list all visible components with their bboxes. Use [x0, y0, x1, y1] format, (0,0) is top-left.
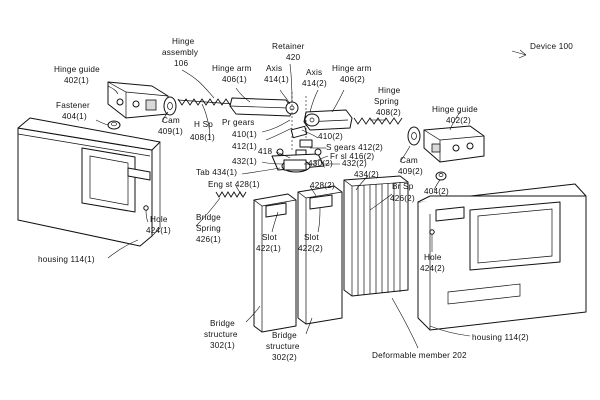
- hinge-assembly-label-line3: 106: [174, 59, 189, 68]
- bridge-right-label-line2: structure: [266, 342, 300, 351]
- housing-left: [17, 117, 161, 247]
- label-434-2: 434(2): [354, 170, 379, 179]
- br-sp-label-line2: 426(2): [390, 194, 415, 203]
- h-sp-label-line2: 408(1): [190, 133, 215, 142]
- fastener-label-line2: 404(1): [62, 112, 87, 121]
- h-sp-label-line1: H Sp: [194, 120, 213, 129]
- hinge-spring-right-label-line2: Spring: [374, 97, 399, 106]
- label-428-2: 428(2): [310, 181, 335, 190]
- fr-sl-label: Fr sl 416(2): [330, 152, 374, 161]
- gear-cluster: [271, 92, 325, 173]
- cam-right-label-line1: Cam: [400, 156, 418, 165]
- hinge-guide-right-label-line2: 402(2): [446, 116, 471, 125]
- s-gears-label: S gears 412(2): [326, 143, 383, 152]
- axis-left-label-line1: Axis: [266, 64, 282, 73]
- cam-right: [407, 126, 421, 146]
- hinge-guide-left-label-line2: 402(1): [64, 76, 89, 85]
- slot-left-label-line2: 422(1): [256, 244, 281, 253]
- retainer-label-line2: 420: [286, 53, 301, 62]
- deformable-member: [343, 175, 409, 297]
- cam-right-label-line2: 409(2): [398, 167, 423, 176]
- bridge-left-label-line3: 302(1): [210, 341, 235, 350]
- hinge-spring-right-label-line1: Hinge: [378, 86, 401, 95]
- label-404-2: 404(2): [424, 187, 449, 196]
- housing-right-label: housing 114(2): [472, 333, 529, 342]
- pr-gears-label: Pr gears: [222, 118, 255, 127]
- fastener-right: [435, 171, 447, 181]
- br-sp-label-line1: Br Sp: [392, 182, 414, 191]
- hinge-spring-right-label-line3: 408(2): [376, 108, 401, 117]
- bridge-right-label-line3: 302(2): [272, 353, 297, 362]
- slot-left-label-line1: Slot: [262, 233, 277, 242]
- hinge-guide-right-label-line1: Hinge guide: [432, 105, 478, 114]
- housing-right: [417, 183, 587, 331]
- hinge-assembly-label-line2: assembly: [162, 48, 199, 57]
- axis-left-label-line2: 414(1): [264, 75, 289, 84]
- bridge-spring-label-line2: Spring: [196, 224, 221, 233]
- bridge-left-label-line1: Bridge: [210, 319, 235, 328]
- label-412-1: 412(1): [232, 142, 257, 151]
- hinge-arm-right: [303, 109, 353, 131]
- hole-left-label-line2: 424(1): [146, 226, 171, 235]
- hinge-guide-left: [107, 81, 169, 119]
- tab-label: Tab 434(1): [196, 168, 237, 177]
- hole-right-label-line1: Hole: [424, 253, 442, 262]
- hole-right-label-line2: 424(2): [420, 264, 445, 273]
- slot-right-label-line2: 422(2): [298, 244, 323, 253]
- bridge-spring-label-line1: Bridge: [196, 213, 221, 222]
- hole-left-label-line1: Hole: [150, 215, 168, 224]
- hinge-arm-left-label-line2: 406(1): [222, 75, 247, 84]
- hinge-guide-left-label-line1: Hinge guide: [54, 65, 100, 74]
- label-432-2: 432(2): [342, 159, 367, 168]
- axis-right-label-line1: Axis: [306, 68, 322, 77]
- leader-lines: [95, 49, 527, 349]
- retainer-label-line1: Retainer: [272, 42, 305, 51]
- bridge-structure-left: [253, 193, 297, 333]
- eng-st-label: Eng st 428(1): [208, 180, 260, 189]
- hinge-arm-right-label-line1: Hinge arm: [332, 64, 372, 73]
- bridge-left-label-line2: structure: [204, 330, 238, 339]
- bridge-structure-right: [297, 185, 343, 325]
- slot-right-label-line1: Slot: [304, 233, 319, 242]
- label-432-1: 432(1): [232, 157, 257, 166]
- bridge-right-label-line1: Bridge: [272, 331, 297, 340]
- label-410-2: 410(2): [318, 132, 343, 141]
- cam-left: [163, 96, 177, 116]
- axis-right-label-line2: 414(2): [302, 79, 327, 88]
- label-430-2: 430(2): [308, 159, 333, 168]
- hinge-spring-left: [177, 98, 235, 106]
- fastener-label-line1: Fastener: [56, 101, 90, 110]
- hinge-assembly-label-line1: Hinge: [172, 37, 195, 46]
- hinge-arm-right-label-line2: 406(2): [340, 75, 365, 84]
- bridge-spring-label-line3: 426(1): [196, 235, 221, 244]
- label-410-1: 410(1): [232, 130, 257, 139]
- hinge-guide-right: [423, 125, 485, 163]
- device-label: Device 100: [530, 42, 573, 51]
- hinge-arm-left-label-line1: Hinge arm: [212, 64, 252, 73]
- deformable-member-label: Deformable member 202: [372, 351, 467, 360]
- fastener-left: [107, 120, 121, 130]
- cam-left-label-line2: 409(1): [158, 127, 183, 136]
- hinge-spring-right: [353, 117, 403, 125]
- label-418: 418: [258, 147, 273, 156]
- cam-left-label-line1: Cam: [162, 116, 180, 125]
- hinge-arm-left: [229, 97, 299, 117]
- housing-left-label: housing 114(1): [38, 255, 95, 264]
